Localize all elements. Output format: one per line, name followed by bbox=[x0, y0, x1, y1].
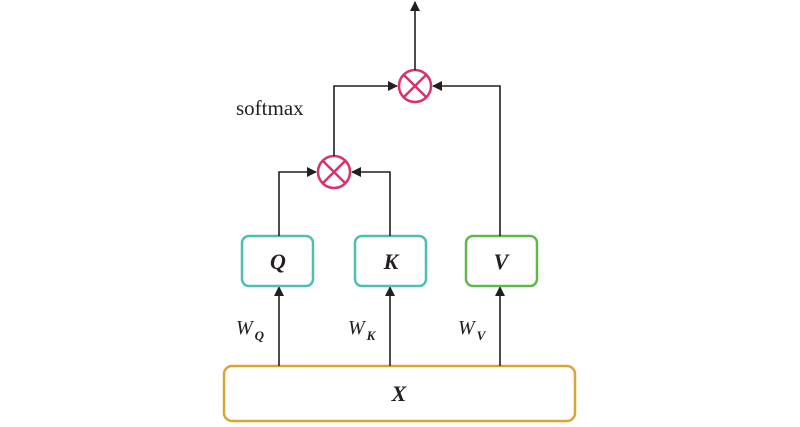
arrow-k-to-multiply bbox=[351, 167, 391, 236]
weight-v-sub: V bbox=[477, 328, 487, 343]
query-label: Q bbox=[270, 249, 286, 274]
weight-k-sub: K bbox=[366, 328, 377, 343]
multiply-operator-output bbox=[397, 68, 433, 104]
arrow-q-to-multiply bbox=[278, 167, 317, 236]
query-box bbox=[240, 234, 315, 288]
key-label: K bbox=[383, 249, 400, 274]
input-x-label: X bbox=[391, 381, 408, 406]
weight-v-symbol: W bbox=[458, 317, 477, 339]
weight-q-sub: Q bbox=[255, 328, 265, 343]
multiply-operator-qk bbox=[316, 154, 352, 190]
arrow-v-to-multiply bbox=[432, 81, 501, 236]
arrow-softmax-to-multiply bbox=[333, 81, 398, 156]
value-label: V bbox=[494, 249, 511, 274]
input-x-box bbox=[222, 364, 577, 423]
weight-k-symbol: W bbox=[348, 317, 367, 339]
softmax-label: softmax bbox=[236, 96, 304, 120]
value-box bbox=[464, 234, 539, 288]
weight-q-symbol: W bbox=[236, 317, 255, 339]
